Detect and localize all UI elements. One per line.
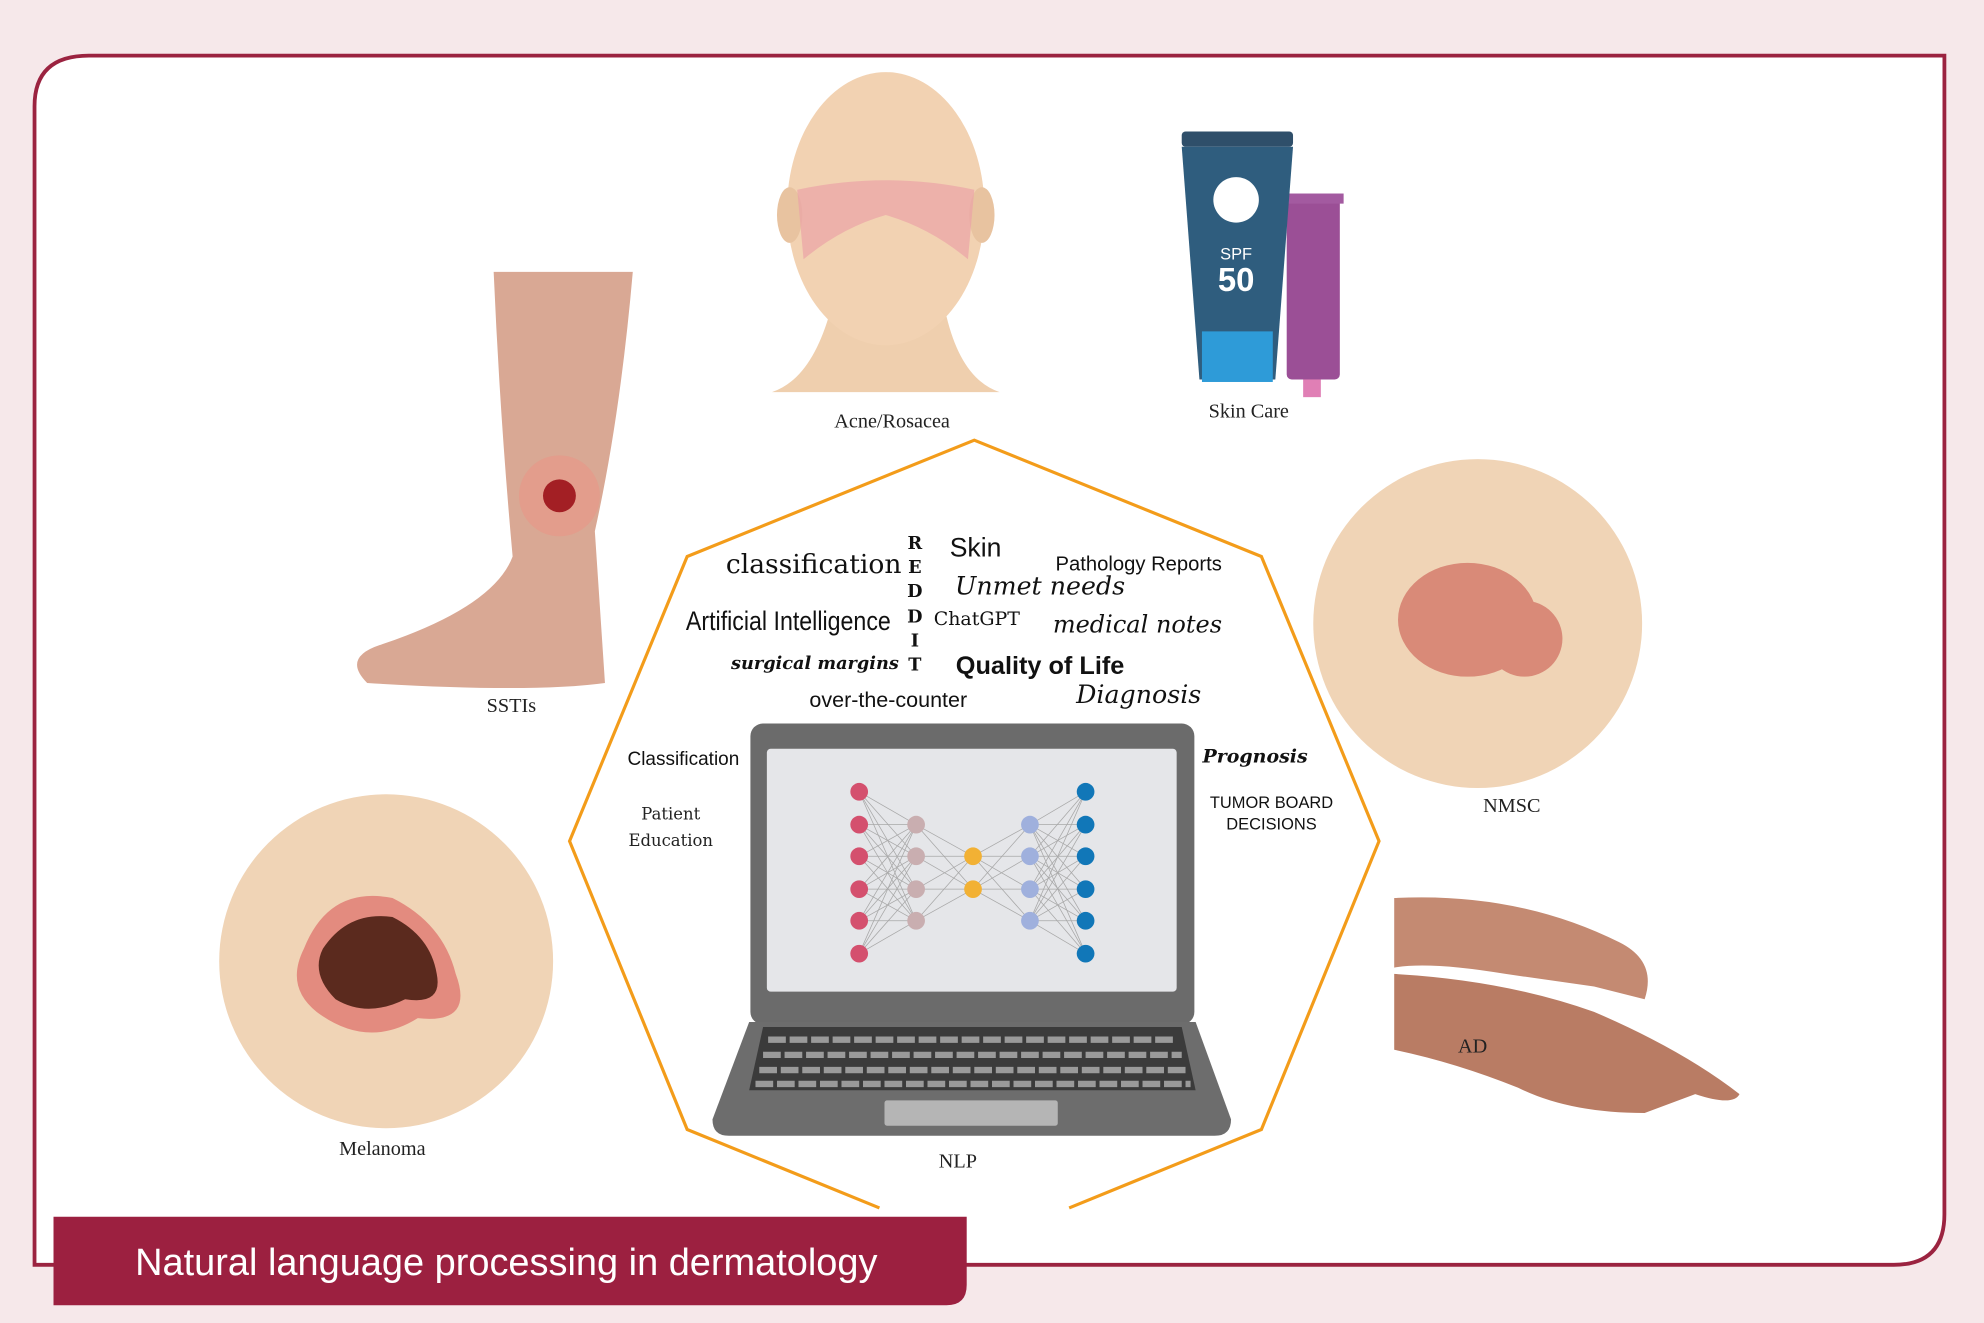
- reddit-letter: T: [908, 654, 921, 675]
- word-medical-notes: medical notes: [1053, 610, 1222, 638]
- keyboard: [749, 1027, 1196, 1091]
- nn-node: [907, 911, 925, 930]
- nn-node: [1076, 880, 1095, 899]
- trackpad: [884, 1100, 1058, 1126]
- term-classification: Classification: [628, 749, 740, 770]
- nn-edge: [1029, 920, 1086, 954]
- nn-edge: [915, 824, 974, 857]
- nn-edge: [859, 824, 917, 857]
- neural-network: [850, 782, 1095, 963]
- nn-node: [850, 782, 869, 801]
- label-ad: AD: [1458, 1035, 1487, 1057]
- word-over-the-counter: over-the-counter: [809, 688, 967, 712]
- nn-edge: [1029, 791, 1086, 890]
- nn-node: [1076, 944, 1095, 963]
- nn-node: [1076, 815, 1095, 834]
- acne-face-illustration: [771, 72, 1000, 393]
- nn-edge: [859, 791, 917, 825]
- leg-illustration: [357, 271, 633, 689]
- reddit-letter: E: [908, 557, 921, 578]
- sun-icon: [1213, 177, 1259, 223]
- nn-node: [850, 880, 869, 899]
- nn-edge: [859, 920, 917, 955]
- nn-edge: [972, 824, 1031, 857]
- nn-node: [850, 847, 869, 866]
- spf-label: SPF: [1220, 245, 1252, 263]
- term-patient: Patient: [641, 805, 700, 824]
- nn-node: [1021, 847, 1039, 866]
- nn-node: [907, 847, 925, 866]
- word-reddit-vertical: R E D D I T: [907, 533, 922, 675]
- hand-illustration: [1394, 897, 1740, 1114]
- reddit-letter: R: [907, 533, 922, 554]
- nn-node: [907, 815, 925, 834]
- word-skin: Skin: [950, 533, 1002, 563]
- title-banner: [53, 1216, 967, 1306]
- term-prognosis: Prognosis: [1201, 746, 1308, 768]
- word-diagnosis: Diagnosis: [1075, 680, 1201, 709]
- nn-edge: [1029, 791, 1086, 857]
- reddit-letter: I: [911, 630, 919, 651]
- word-pathology-reports: Pathology Reports: [1056, 553, 1222, 575]
- reddit-letter: D: [907, 581, 922, 602]
- nmsc-illustration: [1313, 459, 1643, 788]
- word-surgical-margins: surgical margins: [730, 653, 899, 674]
- nn-node: [964, 880, 982, 899]
- label-nlp: NLP: [939, 1150, 977, 1172]
- spf-value: 50: [1218, 261, 1255, 298]
- octagon-outline: [567, 438, 1381, 1210]
- sunscreen-illustration: SPF 50: [1181, 131, 1344, 398]
- word-quality-of-life: Quality of Life: [956, 652, 1125, 680]
- nn-edge: [1029, 791, 1086, 825]
- nn-edge: [1029, 856, 1086, 922]
- nn-edge: [915, 856, 974, 922]
- figure-title: Natural language processing in dermatolo…: [135, 1242, 877, 1284]
- nn-edge: [1029, 888, 1086, 922]
- label-nmsc: NMSC: [1483, 795, 1540, 817]
- nn-node: [1076, 847, 1095, 866]
- keyboard-keys: [755, 1036, 1191, 1088]
- label-sstis: SSTIs: [487, 695, 537, 717]
- reddit-letter: D: [907, 606, 922, 627]
- nn-node: [850, 911, 869, 930]
- nn-node: [1021, 911, 1039, 930]
- nn-node: [907, 880, 925, 899]
- nn-edge: [1029, 791, 1086, 921]
- nn-edge: [972, 855, 1031, 890]
- nn-edge: [858, 856, 917, 954]
- nn-edge: [858, 824, 917, 890]
- word-unmet-needs: Unmet needs: [955, 571, 1125, 600]
- nn-node: [964, 847, 982, 866]
- label-melanoma: Melanoma: [339, 1138, 425, 1160]
- laptop-illustration: [712, 723, 1232, 1136]
- nn-node: [850, 944, 869, 963]
- word-artificial-intelligence: Artificial Intelligence: [686, 606, 891, 636]
- nn-edge: [972, 824, 1031, 890]
- nn-edge: [858, 888, 917, 954]
- term-decisions: DECISIONS: [1226, 816, 1316, 834]
- melanoma-illustration: [219, 794, 554, 1129]
- nn-edge: [1029, 824, 1086, 921]
- nn-edge: [915, 855, 974, 890]
- word-chatgpt: ChatGPT: [934, 608, 1021, 630]
- term-education: Education: [629, 831, 714, 850]
- nn-node: [1076, 782, 1095, 801]
- nn-node: [1021, 815, 1039, 834]
- nn-node: [1021, 880, 1039, 899]
- nn-edge: [915, 824, 974, 890]
- nn-edge: [972, 856, 1031, 922]
- nn-edge: [915, 888, 974, 922]
- label-skin-care: Skin Care: [1209, 400, 1289, 422]
- term-tumor-board: TUMOR BOARD: [1210, 794, 1333, 812]
- nn-node: [1076, 911, 1095, 930]
- label-acne-rosacea: Acne/Rosacea: [834, 411, 950, 433]
- word-classification: classification: [726, 549, 902, 580]
- word-cloud: classification R E D D I T Skin Patholog…: [686, 533, 1222, 713]
- nn-edge: [972, 888, 1031, 922]
- nn-node: [850, 815, 869, 834]
- nn-edge: [858, 824, 917, 921]
- nn-edge: [858, 824, 917, 954]
